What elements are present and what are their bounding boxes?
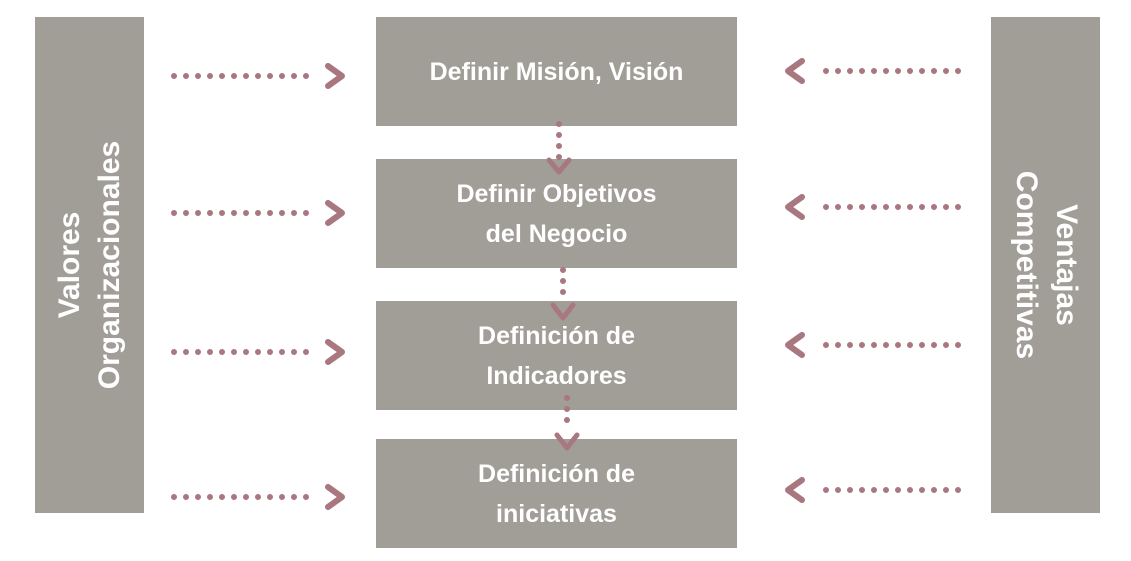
step-objetivos: Definir Objetivos del Negocio xyxy=(376,159,737,268)
step-label: Definir Misión, Visión xyxy=(429,57,684,86)
arrow-left-icon xyxy=(785,477,961,503)
step-label: del Negocio xyxy=(485,219,628,248)
arrow-left-icon xyxy=(785,58,961,84)
arrow-right-icon xyxy=(171,484,345,510)
step-iniciativas: Definición de iniciativas xyxy=(376,439,737,548)
arrow-right-icon xyxy=(171,339,345,365)
step-label: Definir Objetivos xyxy=(456,179,657,208)
arrow-down-icon xyxy=(550,267,576,321)
step-label: Indicadores xyxy=(486,361,627,390)
arrow-right-icon xyxy=(171,63,345,89)
arrow-down-icon xyxy=(546,121,572,175)
step-label: Definición de xyxy=(478,459,635,488)
arrow-left-icon xyxy=(785,194,961,220)
step-indicadores: Definición de Indicadores xyxy=(376,301,737,410)
step-mision-vision: Definir Misión, Visión xyxy=(376,17,737,126)
step-label: Definición de xyxy=(478,321,635,350)
left-panel-valores: Valores Organizacionales xyxy=(35,17,144,513)
step-label: iniciativas xyxy=(496,499,617,528)
arrow-down-icon xyxy=(554,395,580,451)
right-panel-ventajas: Ventajas Competitivas xyxy=(991,17,1100,513)
arrow-right-icon xyxy=(171,200,345,226)
arrow-left-icon xyxy=(785,332,961,358)
